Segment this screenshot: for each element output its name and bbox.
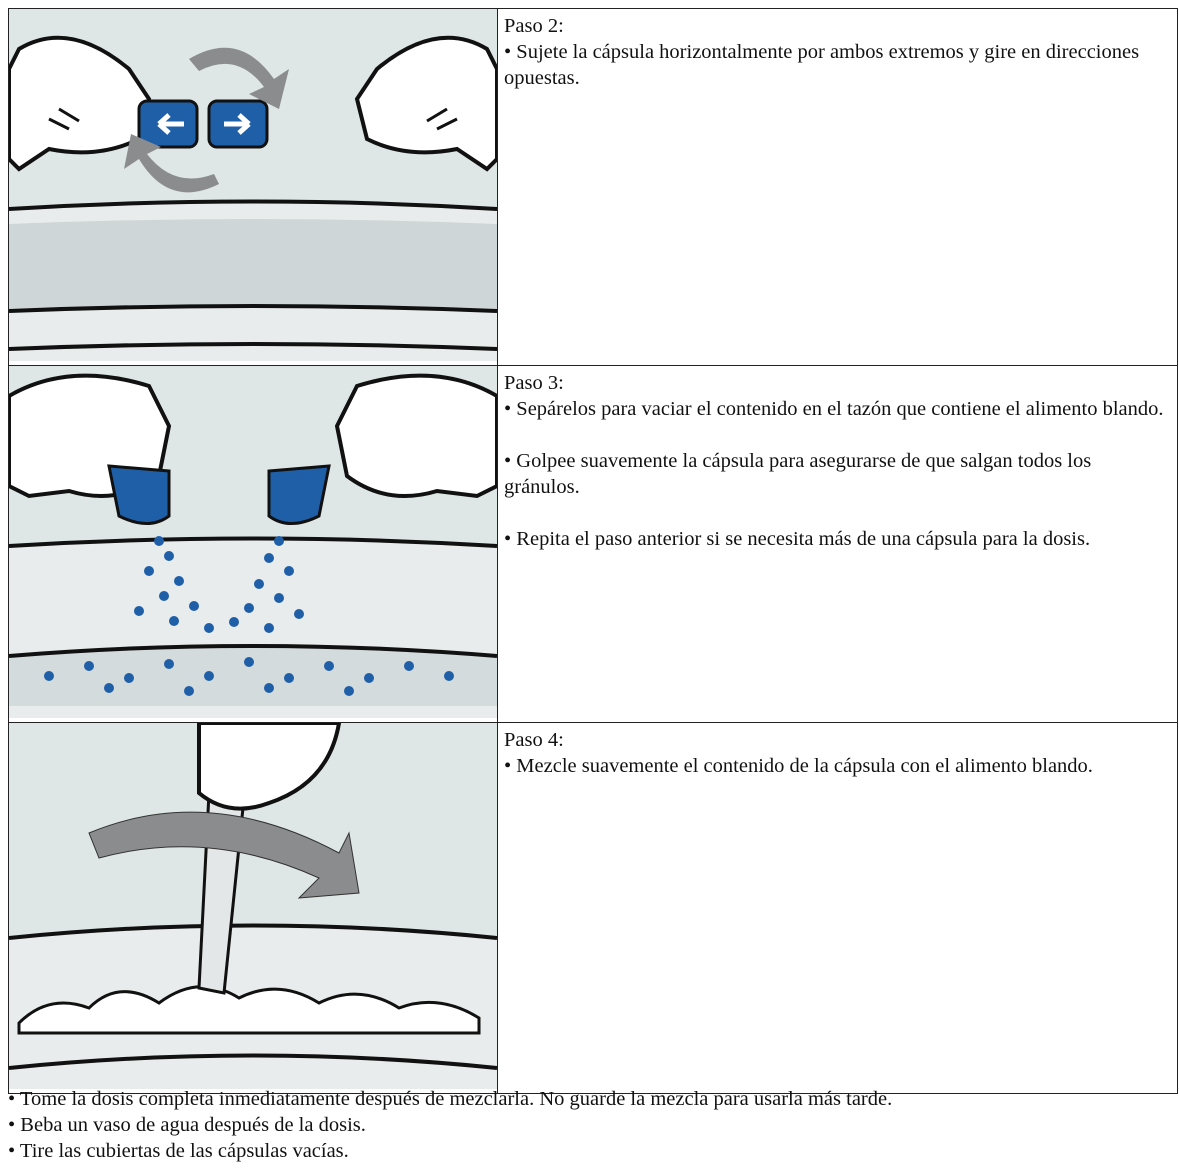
- step-4-title: Paso 4:: [504, 729, 564, 751]
- final-instructions: • Tome la dosis completa inmediatamente …: [8, 1086, 1178, 1164]
- step-row-2: Paso 2: • Sujete la cápsula horizontalme…: [8, 8, 1178, 366]
- step-2-illustration-cell: [8, 8, 498, 366]
- footer-bullet-2: • Beba un vaso de agua después de la dos…: [8, 1114, 366, 1136]
- step-3-bullet-2: • Golpee suavemente la cápsula para aseg…: [504, 450, 1092, 498]
- step-4-text-cell: Paso 4: • Mezcle suavemente el contenido…: [497, 722, 1178, 1094]
- step-row-3: Paso 3: • Sepárelos para vaciar el conte…: [8, 365, 1178, 723]
- step-4-bullet-1: • Mezcle suavemente el contenido de la c…: [504, 755, 1093, 777]
- footer-bullet-1: • Tome la dosis completa inmediatamente …: [8, 1088, 893, 1110]
- empty-capsule-illustration: [9, 366, 497, 718]
- step-3-title: Paso 3:: [504, 372, 564, 394]
- step-2-bullet-1: • Sujete la cápsula horizontalmente por …: [504, 41, 1140, 89]
- step-2-text-cell: Paso 2: • Sujete la cápsula horizontalme…: [497, 8, 1178, 366]
- footer-bullet-3: • Tire las cubiertas de las cápsulas vac…: [8, 1140, 349, 1162]
- step-2-title: Paso 2:: [504, 15, 564, 37]
- step-3-bullet-3: • Repita el paso anterior si se necesita…: [504, 528, 1091, 550]
- mix-contents-illustration: [9, 723, 497, 1089]
- step-3-text-cell: Paso 3: • Sepárelos para vaciar el conte…: [497, 365, 1178, 723]
- step-row-4: Paso 4: • Mezcle suavemente el contenido…: [8, 722, 1178, 1094]
- step-4-illustration-cell: [8, 722, 498, 1094]
- step-3-illustration-cell: [8, 365, 498, 723]
- step-3-bullet-1: • Sepárelos para vaciar el contenido en …: [504, 398, 1164, 420]
- instructions-table: Paso 2: • Sujete la cápsula horizontalme…: [8, 8, 1178, 1094]
- twist-capsule-illustration: [9, 9, 497, 361]
